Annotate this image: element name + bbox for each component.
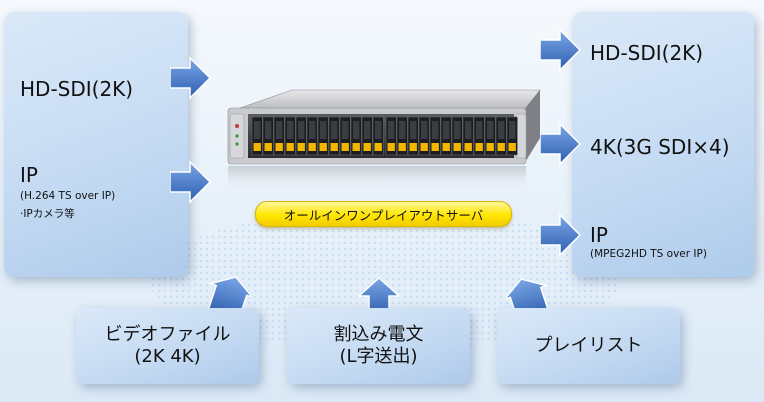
drive-bay-vent [498,121,505,139]
drive-bay-vent [309,121,316,139]
drive-bay-latch [475,143,483,151]
drive-bay-vent [509,121,516,139]
drive-bay-latch [420,143,428,151]
drive-bay-vent [443,121,450,139]
drive-bay-latch [387,143,395,151]
source-playlist-label: プレイリスト [534,334,643,356]
drive-bay-vent [265,121,272,139]
output-hdsdi-label: HD-SDI(2K) [590,41,704,65]
input-ip-subtitle: (H.264 TS over IP) [20,190,116,202]
drive-bay-vent [298,121,305,139]
drive-bay-vent [421,121,428,139]
drive-bay-latch [431,143,439,151]
drive-bay-latch [409,143,417,151]
drive-bay-vent [399,121,406,139]
drive-bay-vent [342,121,349,139]
drive-bay-latch [508,143,516,151]
drive-bay-latch [398,143,406,151]
drive-bay-vent [454,121,461,139]
arrow-right-icon [540,28,582,72]
input-ip-label: IP [20,163,38,187]
source-playlist-box: プレイリスト [497,308,680,384]
source-interrupt-message-label: 割込み電文 [333,323,424,345]
source-video-file-label: ビデオファイル [104,323,231,345]
playout-server-image [227,89,541,194]
drive-bay-vent [276,121,283,139]
drive-bay-latch [253,143,261,151]
output-destinations-panel: HD-SDI(2K) 4K(3G SDI×4) IP (MPEG2HD TS o… [572,12,754,277]
drive-bay-vent [476,121,483,139]
drive-bay-latch [297,143,305,151]
drive-bay-latch [330,143,338,151]
drive-bay-latch [442,143,450,151]
output-ip-label: IP [590,223,608,247]
input-ip-camera-note: ·IPカメラ等 [20,208,75,220]
source-interrupt-message-note: (L字送出) [339,346,418,367]
drive-bay-vent [375,121,382,139]
drive-bay-vent [353,121,360,139]
arrow-right-icon [170,160,212,204]
drive-bay-latch [363,143,371,151]
playout-server-label: オールインワンプレイアウトサーバ [255,201,512,227]
drive-bays [251,116,518,156]
drive-bay-vent [465,121,472,139]
drive-bay-latch [264,143,272,151]
drive-bay-latch [486,143,494,151]
drive-bay-vent [388,121,395,139]
output-4k-label: 4K(3G SDI×4) [590,135,730,159]
drive-bay-latch [374,143,382,151]
drive-bay-latch [352,143,360,151]
drive-bay-vent [287,121,294,139]
arrow-right-icon [540,122,582,166]
input-sources-panel: HD-SDI(2K) IP (H.264 TS over IP) ·IPカメラ等 [4,12,188,277]
arrow-right-icon [540,213,582,257]
drive-bay-latch [319,143,327,151]
drive-bay-latch [497,143,505,151]
output-ip-subtitle: (MPEG2HD TS over IP) [590,248,707,260]
source-video-file-box: ビデオファイル (2K 4K) [76,308,259,384]
arrow-right-icon [170,56,212,100]
drive-bay-vent [320,121,327,139]
drive-bay-vent [410,121,417,139]
source-video-file-format: (2K 4K) [134,346,201,367]
drive-bay-vent [331,121,338,139]
drive-bay-vent [254,121,261,139]
drive-bay-vent [432,121,439,139]
drive-bay-latch [464,143,472,151]
drive-bay-vent [487,121,494,139]
drive-bay-latch [453,143,461,151]
drive-bay-latch [308,143,316,151]
drive-bay-latch [341,143,349,151]
input-hdsdi-label: HD-SDI(2K) [20,77,134,101]
drive-bay-vent [364,121,371,139]
source-interrupt-message-box: 割込み電文 (L字送出) [287,308,470,384]
drive-bay-latch [275,143,283,151]
drive-bay-latch [286,143,294,151]
arrow-up-diagonal-icon [207,276,251,313]
